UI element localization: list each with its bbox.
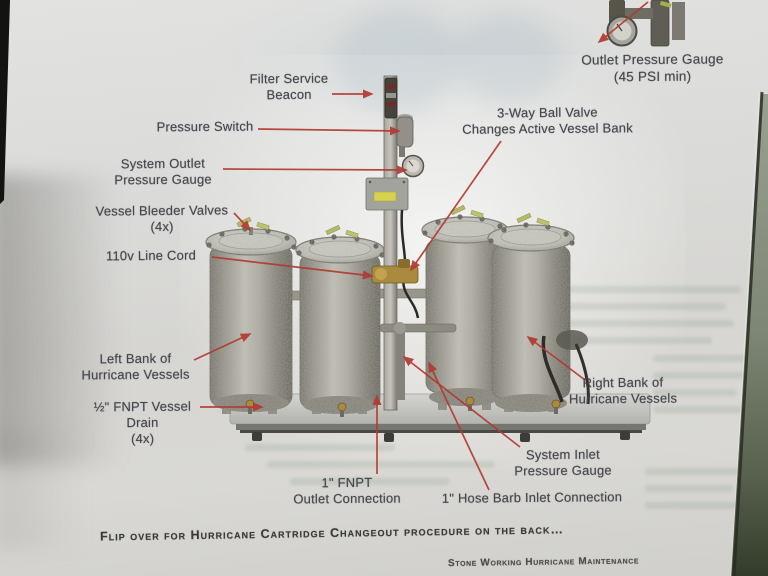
arrow-system-outlet-pressure-gauge (222, 165, 408, 175)
arrow-vessel-bleeder-valves (233, 212, 252, 232)
label-three-way-ball-valve: 3-Way Ball Valve Changes Active Vessel B… (462, 104, 633, 137)
inlet-hoses (541, 330, 590, 405)
arrow-system-inlet-pressure-gauge (402, 355, 521, 448)
label-right-bank: Right Bank of Hurricane Vessels (568, 374, 678, 407)
label-pressure-switch: Pressure Switch (156, 118, 254, 135)
pressure-switch (396, 114, 414, 157)
annotation-arrows (193, 1, 649, 491)
label-system-inlet-pressure-gauge: System Inlet Pressure Gauge (514, 446, 612, 479)
bleedthrough-text-block (245, 444, 515, 495)
label-hose-barb-inlet-connection: 1" Hose Barb Inlet Connection (441, 489, 623, 506)
hurricane-vessel-2 (295, 224, 385, 414)
arrow-line-cord-110v (211, 256, 374, 280)
junction-box (365, 177, 409, 211)
arrow-pressure-switch (257, 126, 401, 136)
outlet-pressure-gauge-inset-photo (606, 0, 685, 47)
label-left-bank: Left Bank of Hurricane Vessels (81, 350, 190, 383)
label-system-outlet-pressure-gauge: System Outlet Pressure Gauge (114, 155, 212, 188)
label-fnpt-outlet-connection: 1" FNPT Outlet Connection (293, 474, 401, 507)
hurricane-vessel-4 (487, 212, 575, 412)
label-vessel-drain: ½" FNPT Vessel Drain (4x) (93, 398, 192, 447)
bleedthrough-text-block (556, 286, 746, 354)
bleedthrough-circle (455, 12, 563, 104)
vessel-drain-valves (245, 396, 561, 417)
system-outlet-pressure-gauge (401, 154, 425, 178)
label-vessel-bleeder-valves: Vessel Bleeder Valves (4x) (95, 202, 229, 235)
skid-front-rail (236, 424, 646, 442)
bleedthrough-text-block (653, 355, 758, 423)
label-line-cord-110v: 110v Line Cord (105, 247, 197, 264)
label-filter-service-beacon: Filter Service Beacon (249, 70, 329, 103)
lower-manifold (379, 322, 457, 400)
arrow-left-bank (193, 333, 252, 361)
label-outlet-pressure-gauge: Outlet Pressure Gauge (45 PSI min) (581, 51, 724, 85)
arrow-three-way-ball-valve (410, 140, 502, 272)
filter-service-beacon (384, 77, 398, 119)
arrow-outlet-pressure-gauge (597, 1, 649, 44)
arrow-right-bank (526, 335, 586, 381)
bleedthrough-text-block (645, 468, 755, 519)
